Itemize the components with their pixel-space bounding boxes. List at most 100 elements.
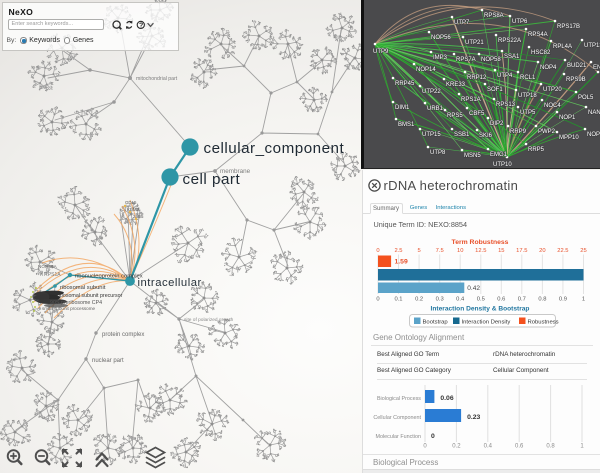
- svg-text:ribosomal subunit precursor: ribosomal subunit precursor: [57, 293, 123, 299]
- svg-text:nuclear part: nuclear part: [92, 358, 124, 364]
- svg-text:DIP2: DIP2: [490, 121, 504, 127]
- svg-text:DIM1: DIM1: [395, 105, 410, 111]
- svg-text:RCL1: RCL1: [520, 75, 536, 81]
- svg-text:0.8: 0.8: [546, 444, 555, 450]
- svg-text:RPS22A: RPS22A: [498, 38, 521, 44]
- svg-text:site of polarized growth: site of polarized growth: [184, 317, 234, 323]
- svg-text:UTP20: UTP20: [543, 87, 562, 93]
- svg-text:NOPS6A: NOPS6A: [38, 264, 58, 269]
- svg-text:90S preribosome CP4: 90S preribosome CP4: [50, 300, 102, 306]
- svg-text:membrane: membrane: [220, 168, 251, 175]
- svg-text:NOC4: NOC4: [544, 103, 561, 109]
- svg-text:MPP10: MPP10: [559, 135, 579, 141]
- svg-text:?: ?: [139, 22, 143, 29]
- svg-text:Interaction Density: Interaction Density: [462, 319, 511, 325]
- svg-text:RPS13: RPS13: [496, 102, 516, 108]
- svg-text:UTP15: UTP15: [422, 132, 441, 138]
- svg-text:Interaction Density & Bootstra: Interaction Density & Bootstrap: [431, 306, 530, 313]
- svg-text:Robustness: Robustness: [528, 319, 559, 325]
- svg-text:RRP12: RRP12: [467, 75, 487, 81]
- svg-text:0.2: 0.2: [415, 297, 423, 303]
- svg-text:Bootstrap: Bootstrap: [423, 319, 449, 325]
- svg-text:1.59: 1.59: [395, 259, 408, 266]
- svg-text:UTP5: UTP5: [520, 110, 536, 116]
- svg-text:EMG1: EMG1: [490, 152, 508, 158]
- svg-text:0.4: 0.4: [456, 297, 465, 303]
- svg-text:SSA1: SSA1: [504, 54, 520, 60]
- svg-text:NOP56: NOP56: [431, 35, 451, 41]
- svg-text:Term Robustness: Term Robustness: [452, 239, 509, 246]
- svg-text:RPS7A: RPS7A: [456, 57, 476, 63]
- svg-text:0: 0: [376, 297, 379, 303]
- svg-text:RPS8A: RPS8A: [484, 13, 504, 19]
- svg-text:h RPS1A: h RPS1A: [40, 272, 61, 278]
- svg-text:0.9: 0.9: [559, 297, 567, 303]
- svg-text:UTP6: UTP6: [512, 19, 528, 25]
- svg-text:Biological Process: Biological Process: [377, 396, 421, 402]
- svg-text:0: 0: [376, 248, 379, 254]
- svg-text:0: 0: [423, 444, 427, 450]
- svg-text:ribosomal subunit: ribosomal subunit: [60, 285, 106, 291]
- svg-text:SOF1: SOF1: [487, 87, 503, 93]
- svg-text:0.42: 0.42: [467, 285, 480, 292]
- svg-text:RRP45: RRP45: [395, 81, 415, 87]
- svg-text:0: 0: [431, 433, 435, 440]
- svg-text:UTP21: UTP21: [465, 40, 484, 46]
- svg-text:0.23: 0.23: [467, 414, 480, 421]
- svg-text:protein complex: protein complex: [102, 332, 144, 338]
- svg-text:GDL5: GDL5: [125, 200, 137, 205]
- svg-text:Cellular Component: Cellular Component: [373, 415, 421, 421]
- svg-text:SSB1: SSB1: [454, 132, 470, 138]
- svg-text:UTP4: UTP4: [497, 73, 513, 79]
- svg-text:RPS4A: RPS4A: [528, 32, 548, 38]
- svg-text:Molecular Function: Molecular Function: [375, 434, 421, 440]
- svg-text:CBF5: CBF5: [469, 111, 485, 117]
- svg-text:URB1: URB1: [427, 106, 444, 112]
- svg-text:UTP8: UTP8: [430, 150, 446, 156]
- svg-text:UTP7: UTP7: [454, 20, 470, 26]
- svg-text:RPS17B: RPS17B: [557, 24, 580, 30]
- svg-text:RPS9B: RPS9B: [566, 77, 586, 83]
- svg-text:NOP6: NOP6: [587, 132, 600, 138]
- svg-text:cell part: cell part: [183, 171, 241, 188]
- svg-text:22.5: 22.5: [557, 248, 568, 254]
- svg-text:KEM2: KEM2: [127, 207, 140, 212]
- svg-text:12.5: 12.5: [475, 248, 486, 254]
- svg-text:KRE33: KRE33: [446, 82, 466, 88]
- svg-text:0.1: 0.1: [394, 297, 402, 303]
- svg-text:RPS5: RPS5: [447, 113, 463, 119]
- svg-text:0.8: 0.8: [538, 297, 546, 303]
- svg-text:0.2: 0.2: [452, 444, 461, 450]
- svg-text:MSN5: MSN5: [464, 153, 481, 159]
- svg-text:0.3: 0.3: [436, 297, 444, 303]
- svg-text:RRP9: RRP9: [510, 129, 527, 135]
- svg-text:NOP1: NOP1: [559, 115, 576, 121]
- svg-text:UTP22: UTP22: [422, 89, 441, 95]
- svg-text:5: 5: [417, 248, 420, 254]
- svg-text:UTP18: UTP18: [518, 93, 537, 99]
- svg-text:ENP1: ENP1: [593, 65, 600, 71]
- svg-text:20: 20: [539, 248, 545, 254]
- svg-text:RPS1A: RPS1A: [461, 97, 481, 103]
- svg-text:1: 1: [582, 297, 585, 303]
- svg-text:PWP2: PWP2: [538, 129, 556, 135]
- svg-text:15: 15: [498, 248, 504, 254]
- svg-text:IMP3: IMP3: [433, 55, 448, 61]
- svg-text:intracellular: intracellular: [138, 277, 202, 289]
- svg-text:NOP14: NOP14: [416, 67, 436, 73]
- svg-text:17.5: 17.5: [516, 248, 527, 254]
- svg-text:small subunit processome: small subunit processome: [42, 306, 96, 311]
- svg-text:RPL4A: RPL4A: [553, 44, 572, 50]
- svg-text:NAN1: NAN1: [588, 110, 600, 116]
- svg-text:2.5: 2.5: [394, 248, 402, 254]
- svg-text:1: 1: [580, 444, 584, 450]
- svg-text:BMS1: BMS1: [398, 122, 415, 128]
- svg-text:7.5: 7.5: [436, 248, 444, 254]
- svg-text:25: 25: [580, 248, 586, 254]
- svg-text:0.6: 0.6: [515, 444, 524, 450]
- svg-text:NOP58: NOP58: [481, 57, 501, 63]
- svg-text:0.06: 0.06: [440, 395, 453, 402]
- svg-text:RRP5: RRP5: [528, 147, 545, 153]
- svg-text:UTP9: UTP9: [373, 49, 389, 55]
- svg-text:0.5: 0.5: [477, 297, 485, 303]
